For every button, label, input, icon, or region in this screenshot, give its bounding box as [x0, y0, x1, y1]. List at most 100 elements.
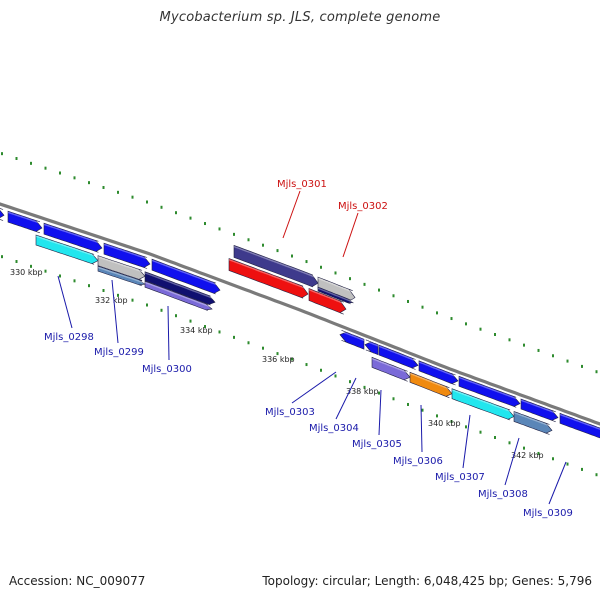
cds-right-f-body: [520, 398, 559, 423]
cds-upper-a-shine: [0, 208, 5, 212]
tick-mark: [131, 195, 134, 199]
gene-0301-red-shine: [228, 259, 309, 290]
gene-0298-body: [35, 234, 99, 265]
cds-upper-a: [0, 208, 5, 221]
tick-mark: [392, 294, 395, 298]
tick-mark: [479, 327, 482, 331]
tick-mark: [1, 255, 3, 259]
tick-mark: [44, 269, 47, 273]
gene-0299-gray-shine: [97, 256, 146, 274]
tick-mark: [146, 303, 148, 307]
tick-mark: [595, 370, 598, 374]
outer-tick-row: [1, 152, 598, 374]
tick-mark: [537, 348, 540, 352]
tick-mark: [247, 238, 250, 242]
gene-label-text: Mjls_0305: [352, 439, 402, 450]
cds-right-e-body: [458, 375, 521, 408]
tick-mark: [508, 441, 511, 445]
tick-mark: [595, 473, 598, 477]
cds-upper-e: [151, 258, 221, 295]
scale-label-340-kbp: 340 kbp: [428, 419, 461, 428]
cds-upper-d-shine: [103, 243, 151, 261]
cds-right-c: [378, 344, 419, 370]
gene-label-mjls-0303: Mjls_0303: [265, 371, 337, 418]
tick-mark: [189, 216, 192, 220]
gene-0302-gray-shine: [317, 277, 356, 294]
gene-0301-red: [228, 258, 309, 299]
cds-upper-d: [103, 242, 151, 269]
gene-0302-navy-body: [317, 286, 355, 305]
tick-mark: [1, 152, 3, 156]
tick-mark: [436, 414, 438, 418]
tick-mark: [204, 325, 206, 329]
tick-mark: [465, 322, 467, 326]
cds-right-d-body: [418, 360, 459, 386]
cds-upper-e-shine: [151, 259, 221, 287]
tick-mark: [30, 264, 32, 268]
cds-right-c-body: [378, 344, 419, 370]
gene-label-text: Mjls_0302: [338, 201, 388, 212]
tick-mark: [73, 279, 76, 283]
scale-label-330-kbp: 330 kbp: [10, 268, 43, 277]
tick-mark: [465, 425, 467, 429]
gene-0305: [371, 356, 411, 382]
gene-0299-gray-body: [97, 255, 146, 281]
tick-mark: [494, 436, 496, 439]
tick-mark: [59, 171, 61, 175]
tick-mark: [218, 227, 221, 231]
tick-mark: [407, 299, 409, 303]
tick-mark: [291, 254, 293, 258]
cds-right-a: [339, 330, 365, 350]
leader-line: [342, 212, 359, 258]
gene-label-text: Mjls_0307: [435, 472, 485, 483]
gene-label-mjls-0307: Mjls_0307: [435, 414, 485, 483]
leader-line: [462, 414, 471, 469]
gene-label-mjls-0308: Mjls_0308: [478, 437, 528, 500]
gene-0308: [513, 411, 553, 435]
map-title: Mycobacterium sp. JLS, complete genome: [159, 10, 441, 25]
leader-line: [504, 437, 520, 486]
gene-label-text: Mjls_0304: [309, 423, 359, 434]
tick-mark: [117, 293, 119, 297]
tick-mark: [233, 335, 235, 339]
tick-mark: [436, 311, 438, 315]
scale-label-342-kbp: 342 kbp: [511, 451, 544, 460]
tick-mark: [334, 271, 337, 275]
gene-label-text: Mjls_0309: [523, 508, 573, 519]
tick-mark: [44, 166, 47, 170]
tick-mark: [160, 308, 163, 312]
tick-mark: [15, 260, 18, 263]
gene-label-mjls-0298: Mjls_0298: [44, 275, 94, 343]
cds-right-g: [559, 412, 600, 439]
gene-0300-navy: [144, 271, 216, 306]
cds-right-d: [418, 360, 459, 386]
tick-mark: [131, 298, 134, 302]
gene-0298: [35, 234, 99, 265]
gene-0308-body: [513, 411, 553, 435]
scale-label-332-kbp: 332 kbp: [95, 296, 128, 305]
scale-label-336-kbp: 336 kbp: [262, 355, 295, 364]
gene-label-mjls-0304: Mjls_0304: [309, 377, 359, 434]
tick-mark: [262, 346, 264, 350]
cds-upper-c: [43, 222, 103, 253]
gene-label-text: Mjls_0298: [44, 332, 94, 343]
leader-line: [420, 404, 423, 453]
leader-line: [111, 279, 119, 344]
gene-label-mjls-0305: Mjls_0305: [352, 389, 402, 450]
gene-0299-shine: [97, 266, 146, 284]
cds-upper-c-body: [43, 222, 103, 253]
tick-mark: [233, 232, 235, 236]
tick-mark: [291, 357, 293, 361]
tick-mark: [479, 430, 482, 434]
gene-0300-body: [144, 280, 213, 311]
tick-mark: [189, 319, 192, 323]
tick-mark: [378, 288, 380, 292]
gene-0308-shine: [513, 412, 553, 428]
leader-line: [291, 371, 337, 404]
tick-mark: [566, 462, 569, 466]
gene-0307-body: [451, 388, 515, 421]
scale-label-338-kbp: 338 kbp: [346, 387, 379, 396]
cds-upper-b-shine: [7, 211, 43, 225]
cds-upper-b: [7, 210, 43, 234]
tick-mark: [450, 420, 453, 424]
